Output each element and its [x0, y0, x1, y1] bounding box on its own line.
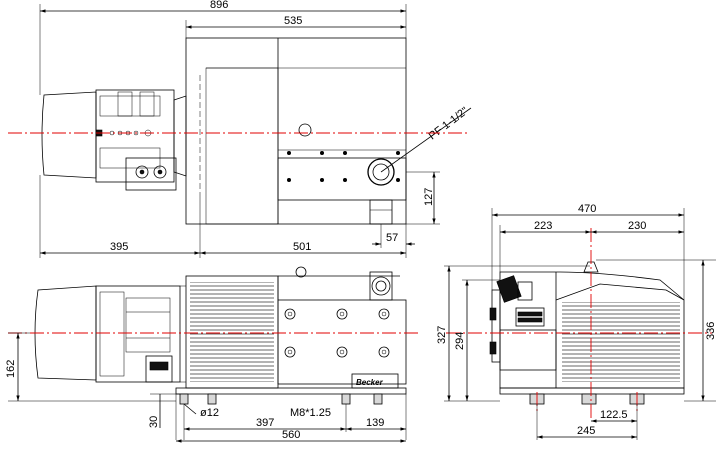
- dim-560: 560: [282, 429, 300, 441]
- inlet-port-top: [367, 158, 395, 186]
- dim-230: 230: [628, 220, 646, 232]
- front-dimensions: 162 30 ø12 M8*1.25 397 139 560: [5, 332, 407, 443]
- top-eyebolt: [298, 123, 312, 137]
- dim-327: 327: [436, 326, 448, 344]
- dim-57: 57: [386, 232, 398, 244]
- dim-535: 535: [284, 15, 302, 27]
- motor-body-front: [95, 285, 181, 383]
- motor-fan-hood-front: [34, 285, 97, 381]
- dim-294: 294: [454, 332, 466, 350]
- top-view: PF 1-1/2": [8, 37, 472, 225]
- dim-hole-dia: ø12: [200, 407, 219, 419]
- lifting-eyebolt: [295, 266, 307, 278]
- front-view: Becker: [8, 266, 420, 405]
- dim-896: 896: [210, 0, 228, 11]
- dim-395: 395: [110, 241, 128, 253]
- dim-223: 223: [534, 220, 552, 232]
- terminal-box: [125, 157, 177, 191]
- dim-162: 162: [5, 360, 17, 378]
- pump-housing-top: [185, 37, 407, 225]
- dim-139: 139: [366, 417, 384, 429]
- dim-245: 245: [577, 425, 595, 437]
- top-dimensions: 896 535 395 501 127 57: [39, 0, 440, 258]
- port-label: PF 1-1/2": [427, 105, 471, 142]
- dim-122-5: 122.5: [600, 409, 628, 421]
- dim-470: 470: [578, 203, 596, 215]
- dim-thread: M8*1.25: [290, 407, 331, 419]
- brand-text: Becker: [356, 378, 384, 387]
- dim-30: 30: [148, 416, 160, 428]
- inlet-flange-side: [496, 275, 533, 303]
- dim-336: 336: [705, 322, 717, 340]
- base-plate: [175, 387, 407, 395]
- side-view: [446, 228, 712, 420]
- dim-127: 127: [423, 188, 435, 206]
- side-dimensions: 470 223 230 327 294 336 122.5 245: [436, 203, 717, 440]
- dim-397: 397: [256, 417, 274, 429]
- dim-501: 501: [293, 241, 311, 253]
- motor-fan-hood: [41, 91, 97, 179]
